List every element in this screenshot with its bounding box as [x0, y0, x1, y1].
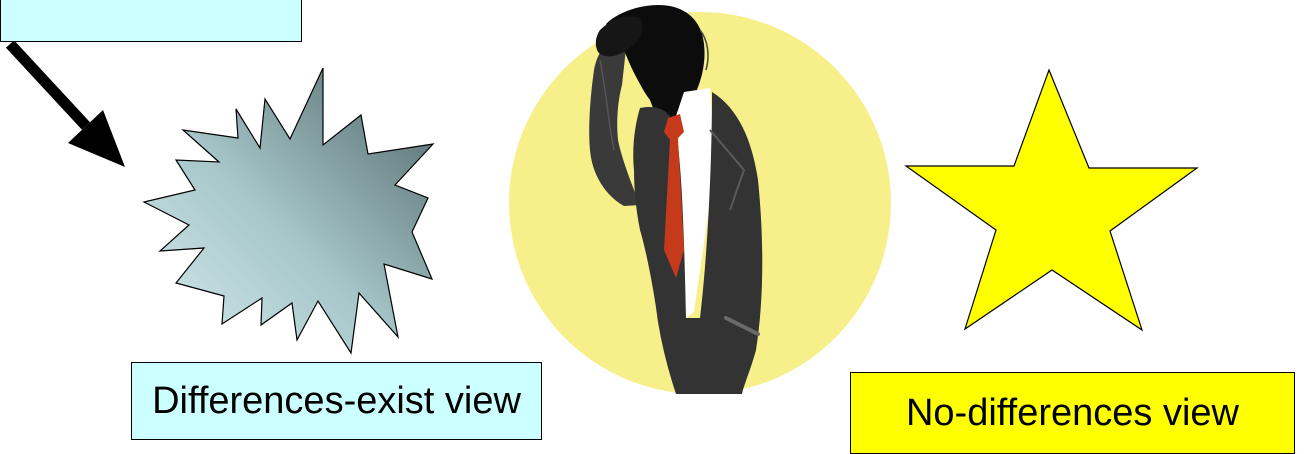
no-differences-view-label: No-differences view — [850, 372, 1295, 454]
arrow-down-right-icon — [10, 44, 125, 167]
no-differences-view-text: No-differences view — [906, 392, 1239, 434]
explosion-burst-icon — [144, 68, 433, 353]
star-icon — [906, 70, 1197, 330]
differences-exist-view-label: Differences-exist view — [131, 362, 542, 440]
differences-exist-view-text: Differences-exist view — [152, 380, 521, 422]
top-label-box — [0, 0, 302, 42]
